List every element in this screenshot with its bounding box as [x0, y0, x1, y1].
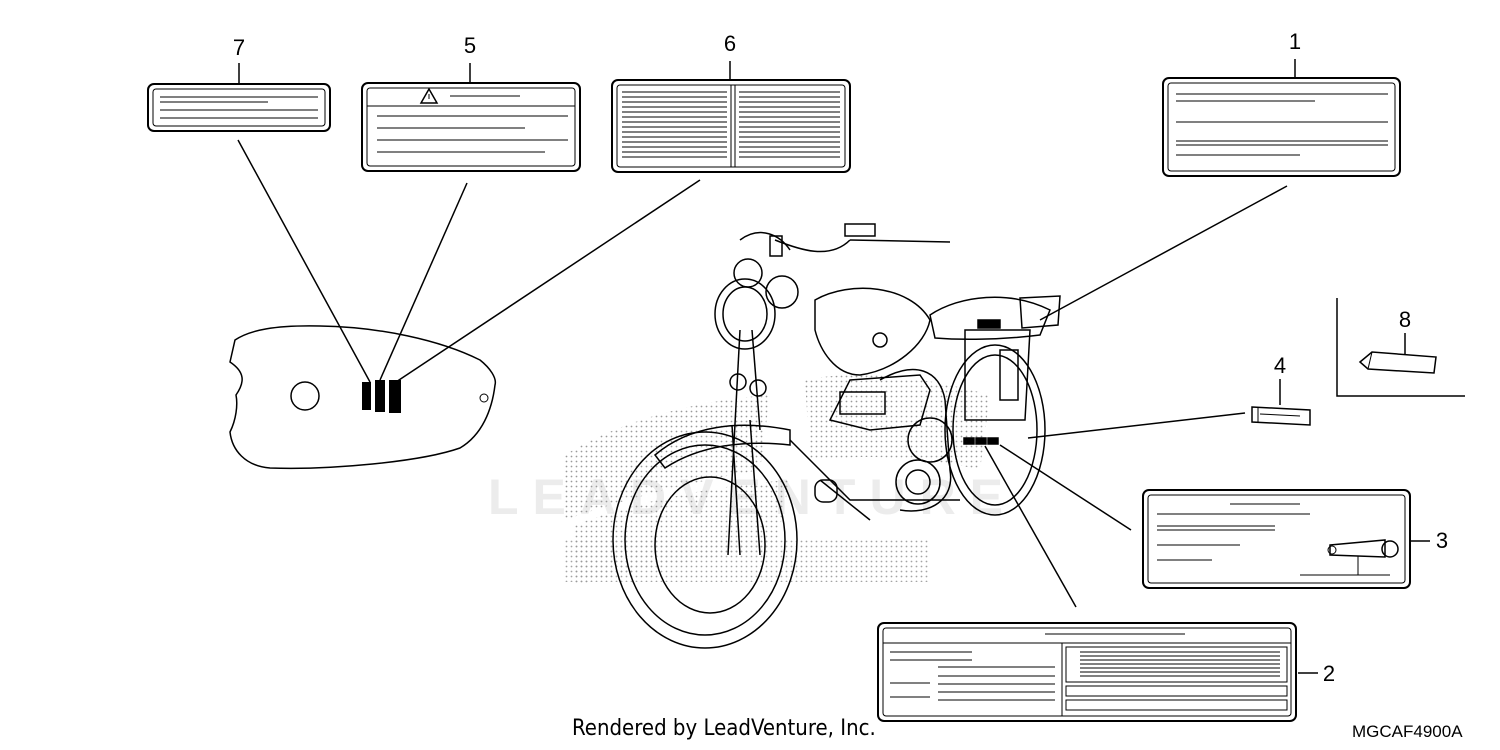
label-part-4[interactable] [1251, 406, 1311, 426]
callout-8: 8 [1399, 307, 1411, 332]
label-part-1[interactable] [1162, 77, 1401, 177]
tank-label-6-marker [389, 380, 401, 413]
fuel-tank [229, 325, 497, 470]
chain-adjuster-icon [1329, 539, 1386, 558]
tank-label-5-marker [375, 380, 385, 412]
label-part-5[interactable] [361, 82, 581, 172]
callout-1: 1 [1289, 29, 1301, 54]
motorcycle-illustration [612, 223, 1061, 649]
label-part-8[interactable] [1336, 298, 1465, 397]
diagram-code: MGCAF4900A [1352, 722, 1463, 741]
callout-6: 6 [724, 31, 736, 56]
label-part-2[interactable] [877, 622, 1297, 722]
label-part-3[interactable] [1142, 489, 1411, 589]
callout-7: 7 [233, 35, 245, 60]
rendered-by-credit: Rendered by LeadVenture, Inc. [572, 716, 876, 741]
callout-3: 3 [1436, 528, 1448, 553]
callout-2: 2 [1323, 661, 1335, 686]
label-part-6[interactable] [611, 79, 851, 173]
warning-triangle-icon [419, 87, 439, 104]
label-part-7[interactable] [147, 83, 331, 132]
callout-5: 5 [464, 33, 476, 58]
tank-label-7-marker [362, 382, 371, 410]
leader-lines [237, 59, 1430, 674]
callout-4: 4 [1274, 353, 1286, 378]
